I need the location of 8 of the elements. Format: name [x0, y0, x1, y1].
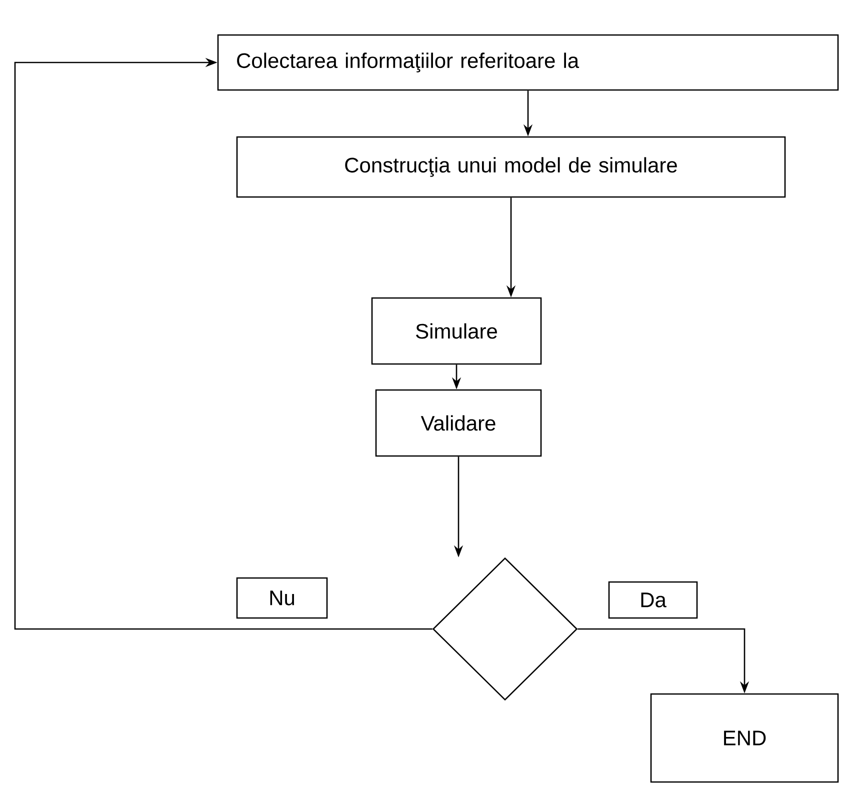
- end-box: END: [650, 693, 839, 783]
- answer-box: Nu: [236, 577, 328, 619]
- process-box: Validare: [375, 389, 542, 457]
- answer-box: Da: [608, 581, 698, 619]
- process-box: Construcţia unui model de simulare: [236, 136, 786, 198]
- process-box: Colectarea informaţiilor referitoare la: [217, 34, 839, 91]
- arrow: [14, 58, 432, 630]
- process-box: Simulare: [371, 297, 542, 365]
